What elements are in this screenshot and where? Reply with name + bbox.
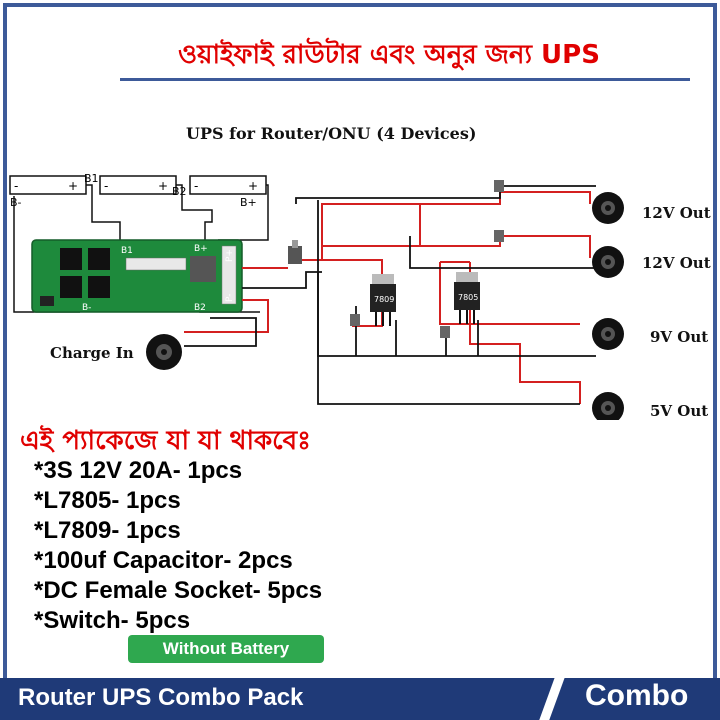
- diagram-heading: UPS for Router/ONU (4 Devices): [186, 124, 477, 143]
- output-label-9v: 9V Out: [650, 328, 709, 346]
- regulator-label-7809: 7809: [374, 295, 394, 304]
- battery-label-b-plus: B+: [240, 196, 257, 209]
- bms-label-b-minus: B-: [82, 303, 91, 313]
- footer-title: Router UPS Combo Pack: [18, 684, 304, 711]
- svg-text:+: +: [68, 179, 78, 193]
- bms-label-p-plus: P+: [225, 249, 235, 262]
- package-item: *L7809- 1pcs: [34, 517, 181, 544]
- bms-label-b2: B2: [194, 303, 206, 313]
- bms-label-b-plus: B+: [194, 244, 208, 254]
- package-title: এই প্যাকেজে যা যা থাকবেঃ: [20, 426, 311, 456]
- svg-text:+: +: [158, 179, 168, 193]
- bms-label-b1: B1: [121, 246, 133, 256]
- small-switches: [350, 180, 504, 338]
- regulator-7805: [454, 272, 480, 324]
- dc-socket-5v: [592, 392, 624, 420]
- package-item: *3S 12V 20A- 1pcs: [34, 457, 243, 484]
- dc-socket-9v: [592, 318, 624, 350]
- title-underline: [120, 78, 690, 81]
- battery-pack: - + - + - +: [9, 175, 267, 195]
- page-title: ওয়াইফাই রাউটার এবং অনুর জন্য UPS: [178, 40, 600, 70]
- regulator-label-7805: 7805: [458, 293, 478, 302]
- main-switch: [288, 240, 302, 264]
- svg-text:-: -: [104, 179, 108, 193]
- charge-in-label: Charge In: [50, 344, 134, 362]
- ground-wires: [184, 185, 596, 405]
- footer-tag: Combo: [585, 679, 689, 712]
- without-battery-badge: Without Battery: [128, 635, 324, 663]
- dc-socket-12v-b: [592, 246, 624, 278]
- package-item: *L7805- 1pcs: [34, 487, 181, 514]
- package-item: *Switch- 5pcs: [34, 607, 191, 634]
- footer-bar: [0, 678, 720, 720]
- package-item: *100uf Capacitor- 2pcs: [34, 547, 293, 574]
- bms-label-p-minus: P-: [225, 294, 235, 302]
- output-label-5v: 5V Out: [650, 402, 709, 420]
- output-label-12v-b: 12V Out: [642, 254, 711, 272]
- package-item: *DC Female Socket- 5pcs: [34, 577, 323, 604]
- dc-socket-12v-a: [592, 192, 624, 224]
- battery-label-b-minus: B-: [10, 196, 22, 209]
- svg-text:+: +: [248, 179, 258, 193]
- package-items: *3S 12V 20A- 1pcs *L7805- 1pcs *L7809- 1…: [34, 456, 322, 636]
- bms-board: [31, 239, 243, 313]
- frame-border: [3, 3, 717, 717]
- output-label-12v-a: 12V Out: [642, 204, 711, 222]
- svg-text:-: -: [194, 179, 198, 193]
- dc-socket-charge-in: [146, 334, 182, 370]
- wiring-diagram: - + - + - + B- B1 B2 B+: [9, 172, 624, 420]
- battery-label-b1: B1: [84, 172, 99, 185]
- svg-text:-: -: [14, 179, 18, 193]
- battery-label-b2: B2: [172, 185, 187, 198]
- regulator-7809: [370, 274, 396, 326]
